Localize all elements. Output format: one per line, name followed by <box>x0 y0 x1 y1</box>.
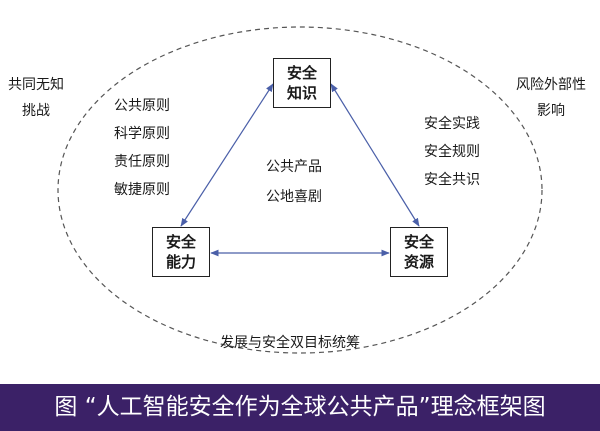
figure-caption: 图 “人工智能安全作为全球公共产品”理念框架图 <box>0 384 600 431</box>
arrow-knowledge-resources <box>330 83 420 227</box>
practices-list: 安全实践 安全规则 安全共识 <box>424 110 480 194</box>
node-capability-line1: 安全 <box>165 233 196 251</box>
outer-left-line2: 挑战 <box>22 103 50 119</box>
practice-item: 安全规则 <box>424 144 480 160</box>
outer-left-line1: 共同无知 <box>8 77 64 93</box>
practice-item: 安全共识 <box>424 172 480 188</box>
principle-item: 责任原则 <box>114 154 170 170</box>
principles-list: 公共原则 科学原则 责任原则 敏捷原则 <box>114 92 170 204</box>
outer-right-line1: 风险外部性 <box>516 77 586 93</box>
outer-dashed-ellipse <box>57 26 543 354</box>
practice-item: 安全实践 <box>424 116 480 132</box>
node-security-knowledge: 安全 知识 <box>273 58 331 108</box>
node-security-capability: 安全 能力 <box>152 227 210 277</box>
node-capability-line2: 能力 <box>165 253 196 271</box>
principle-item: 敏捷原则 <box>114 182 170 198</box>
outer-right-label: 风险外部性 影响 <box>516 72 586 124</box>
node-knowledge-line1: 安全 <box>286 64 317 82</box>
node-security-resources: 安全 资源 <box>390 227 448 277</box>
diagram-graphics <box>57 26 543 354</box>
node-resources-line1: 安全 <box>403 233 434 251</box>
principle-item: 公共原则 <box>114 98 170 114</box>
bottom-goal-label: 发展与安全双目标统筹 <box>220 335 360 351</box>
principle-item: 科学原则 <box>114 126 170 142</box>
arrow-knowledge-capability <box>180 83 274 227</box>
center-label: 公共产品 公地喜剧 <box>266 152 322 212</box>
center-line2: 公地喜剧 <box>266 189 322 205</box>
outer-left-label: 共同无知 挑战 <box>8 72 64 124</box>
center-line1: 公共产品 <box>266 159 322 175</box>
node-knowledge-line2: 知识 <box>286 84 317 102</box>
node-resources-line2: 资源 <box>403 253 434 271</box>
outer-right-line2: 影响 <box>537 103 565 119</box>
